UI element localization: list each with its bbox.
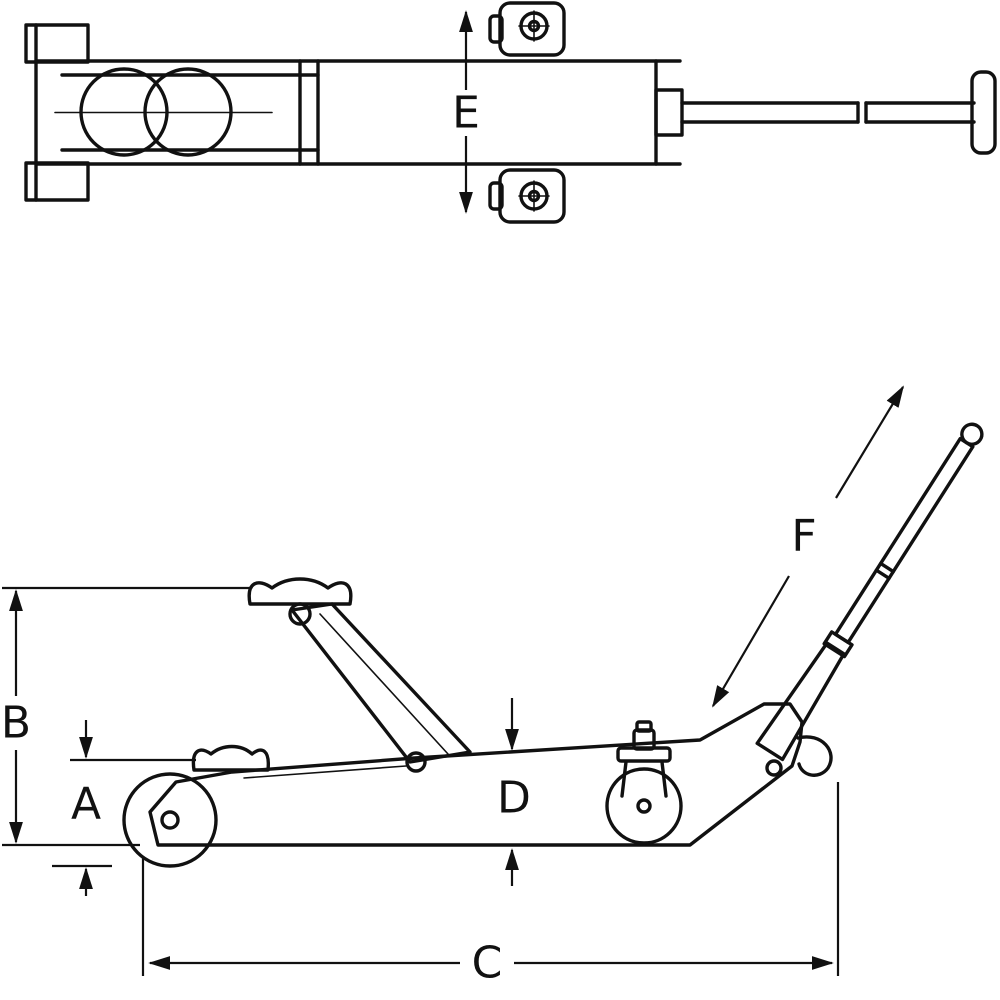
jack-side-elevation xyxy=(122,422,984,868)
dimension-label-a: A xyxy=(71,779,101,830)
reference-lines xyxy=(2,586,840,976)
dimension-label-e: E xyxy=(452,88,480,139)
dimension-label-d: D xyxy=(497,773,531,824)
saddle-lowered xyxy=(191,744,270,772)
dimension-c: C xyxy=(148,938,834,989)
saddle-plan xyxy=(79,67,233,157)
arm-pivot-pin xyxy=(405,751,427,773)
lift-arm xyxy=(290,602,472,764)
saddle-raised xyxy=(247,577,353,606)
side-view: B A D F C xyxy=(1,385,984,989)
handle-socket-plan xyxy=(654,88,684,137)
caster-clip xyxy=(488,14,504,44)
saddle-disc-right xyxy=(143,67,233,157)
caster-stem-cap xyxy=(635,720,653,733)
rear-caster-bottom-plan xyxy=(488,168,566,224)
dimension-a: A xyxy=(71,720,101,896)
caster-hub xyxy=(636,798,652,814)
caster-stem xyxy=(632,728,656,751)
top-view: E xyxy=(24,1,997,224)
lift-arm-inner-line xyxy=(319,613,449,755)
dimension-label-b: B xyxy=(1,698,31,749)
caster-plate xyxy=(498,1,566,57)
dimension-f: F xyxy=(712,385,904,708)
handle-tip-ball xyxy=(960,422,984,446)
front-wheel-hub xyxy=(160,810,180,830)
rear-caster-side xyxy=(605,720,683,845)
chassis-inner-line xyxy=(243,765,407,779)
handle-yoke xyxy=(755,641,846,762)
caster-wheel xyxy=(605,767,683,845)
handle-plan xyxy=(654,70,997,155)
handle-pivot-pin xyxy=(765,759,783,777)
caster-clip xyxy=(488,181,504,211)
lift-handle xyxy=(755,422,984,762)
handle-grip-plan xyxy=(970,70,997,155)
dimension-b: B xyxy=(1,589,31,844)
caster-plate xyxy=(498,168,566,224)
dimension-label-f: F xyxy=(791,511,816,562)
dimension-e: E xyxy=(452,10,480,214)
dimension-d: D xyxy=(497,698,531,886)
chassis-outline xyxy=(148,702,804,847)
saddle-disc-left xyxy=(79,67,169,157)
rear-hook xyxy=(796,735,833,777)
chassis-frame-plan xyxy=(34,59,682,166)
front-wheel xyxy=(122,772,218,868)
dimension-label-c: C xyxy=(472,938,503,989)
rear-caster-top-plan xyxy=(488,1,566,57)
handle-rod xyxy=(833,436,975,645)
